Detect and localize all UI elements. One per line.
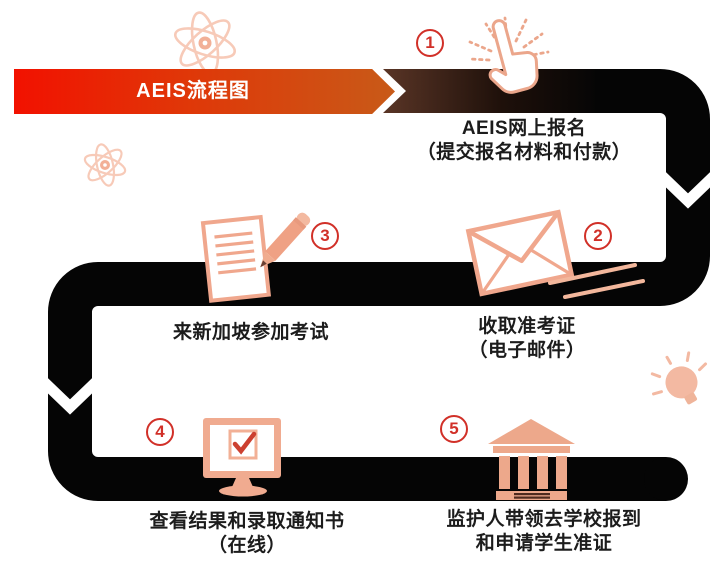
step-5-label-line1: 监护人带领去学校报到 xyxy=(446,509,642,530)
step-4-label-line1: 查看结果和录取通知书 xyxy=(149,511,345,532)
title-banner: AEIS流程图 xyxy=(14,69,395,114)
step-5-label-line2: 和申请学生准证 xyxy=(475,533,613,554)
atom-small-icon xyxy=(83,143,127,187)
page-title: AEIS流程图 xyxy=(136,80,250,102)
chevron-down-icon xyxy=(40,378,100,415)
flow-road-path xyxy=(48,69,710,501)
step-5-label: 监护人带领去学校报到 和申请学生准证 xyxy=(394,508,694,556)
step-4-label: 查看结果和录取通知书 （在线） xyxy=(87,510,407,558)
step-4-badge: 4 xyxy=(146,418,174,446)
computer-monitor-icon xyxy=(203,418,281,497)
envelope-icon xyxy=(465,209,645,299)
lightbulb-icon xyxy=(650,351,707,405)
step-3-label: 来新加坡参加考试 xyxy=(131,321,371,345)
click-hand-icon xyxy=(468,16,550,94)
exam-paper-pencil-icon xyxy=(200,212,311,303)
step-1-label: AEIS网上报名 （提交报名材料和付款） xyxy=(364,117,684,165)
step-1-label-line2: （提交报名材料和付款） xyxy=(416,142,632,163)
step-1-badge: 1 xyxy=(416,29,444,57)
atom-icon xyxy=(174,11,236,75)
step-1-label-line1: AEIS网上报名 xyxy=(461,118,587,139)
step-5-badge: 5 xyxy=(440,415,468,443)
step-3-label-line1: 来新加坡参加考试 xyxy=(172,322,329,343)
step-2-label-line1: 收取准考证 xyxy=(478,316,576,337)
road-end-cap xyxy=(644,457,688,501)
step-4-label-line2: （在线） xyxy=(207,535,286,556)
road-start-segment xyxy=(383,69,600,113)
school-building-icon xyxy=(488,419,575,500)
step-3-badge: 3 xyxy=(311,222,339,250)
step-2-badge: 2 xyxy=(584,222,612,250)
step-2-label: 收取准考证 （电子邮件） xyxy=(407,315,647,363)
step-2-label-line2: （电子邮件） xyxy=(468,340,586,361)
chevron-down-icon xyxy=(658,172,718,209)
